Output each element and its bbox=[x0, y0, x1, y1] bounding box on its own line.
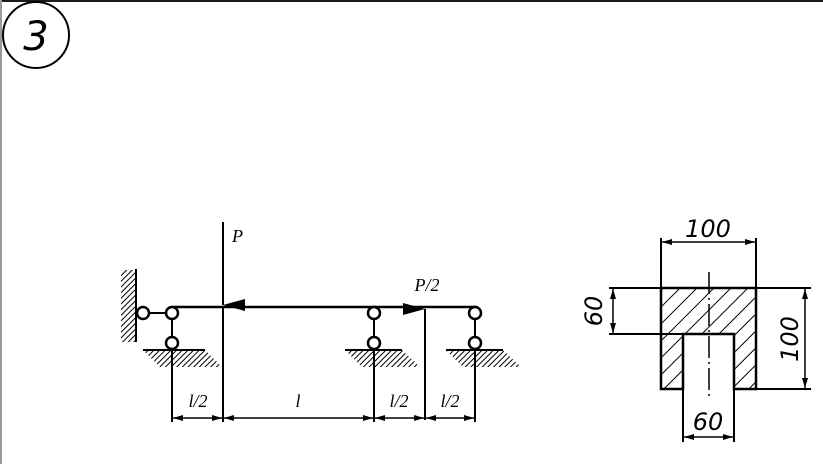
support-3-ground-hatch bbox=[446, 350, 521, 367]
section-shape bbox=[659, 286, 758, 391]
problem-number-circle bbox=[2, 1, 70, 69]
top-border bbox=[0, 0, 823, 2]
wall-hinge bbox=[135, 305, 151, 321]
support-3-top-hinge bbox=[467, 305, 483, 321]
support-2-ground-hatch bbox=[345, 350, 420, 367]
support-1-bottom-hinge bbox=[164, 335, 180, 351]
load-p: P bbox=[222, 222, 245, 311]
left-border bbox=[0, 0, 2, 464]
support-2-bottom-hinge bbox=[366, 335, 382, 351]
dim-1-label: l/2 bbox=[188, 391, 207, 411]
dim-slot-label: 60 bbox=[693, 408, 724, 436]
dim-4: l/2 bbox=[426, 391, 474, 421]
cross-section: 100 60 100 60 bbox=[580, 215, 811, 442]
beam-diagram: P P/2 l/2 l l/2 l/2 bbox=[121, 222, 521, 422]
wall-support bbox=[121, 269, 166, 342]
dim-width-label: 100 bbox=[685, 215, 731, 243]
dim-3: l/2 bbox=[375, 391, 424, 421]
dim-2-label: l bbox=[295, 391, 300, 411]
problem-number-badge: 3 bbox=[2, 1, 70, 69]
dim-2: l bbox=[224, 391, 373, 421]
support-1 bbox=[143, 305, 222, 367]
dim-4-label: l/2 bbox=[440, 391, 459, 411]
support-3-bottom-hinge bbox=[467, 335, 483, 351]
wall-hatch bbox=[121, 270, 136, 342]
support-2 bbox=[345, 305, 420, 367]
load-p-half: P/2 bbox=[403, 275, 440, 420]
support-1-top-hinge bbox=[164, 305, 180, 321]
dim-3-label: l/2 bbox=[389, 391, 408, 411]
dim-height-label: 100 bbox=[776, 316, 804, 362]
dim-flange-label: 60 bbox=[580, 296, 608, 327]
dim-1: l/2 bbox=[173, 391, 222, 421]
support-3 bbox=[446, 305, 521, 367]
load-p-half-label: P/2 bbox=[414, 275, 440, 295]
load-p-label: P bbox=[231, 226, 243, 246]
problem-number-text: 3 bbox=[23, 14, 48, 60]
support-2-top-hinge bbox=[366, 305, 382, 321]
support-1-ground-hatch bbox=[143, 350, 222, 367]
